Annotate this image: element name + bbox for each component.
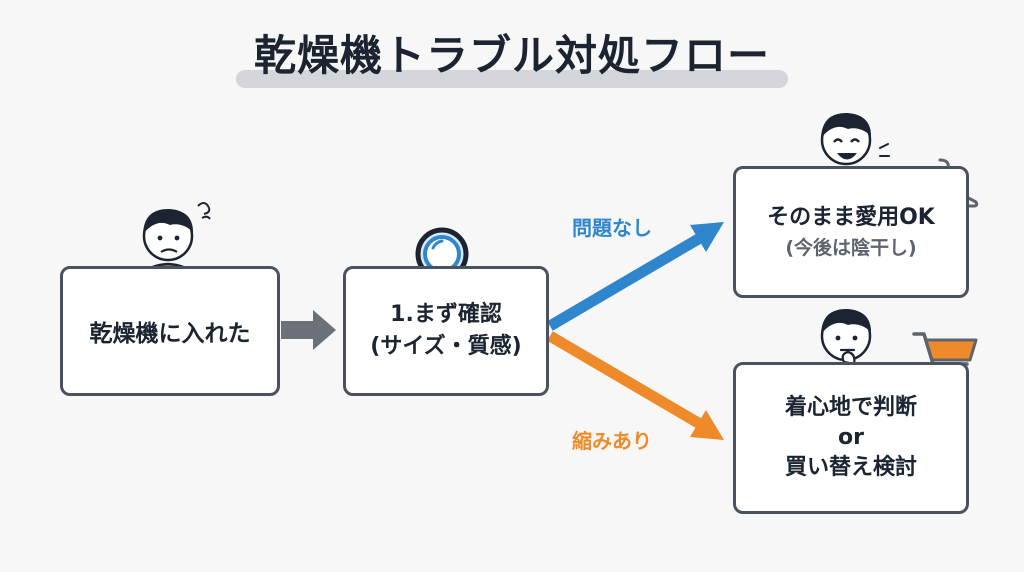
arrow-start-to-check [281,310,336,350]
branch-label-ng: 縮みあり [572,429,652,453]
ng-result-option-2: 買い替え検討 [784,454,917,480]
start-node-text: 乾燥機に入れた [89,321,251,347]
ng-result-option-1: 着心地で判断 [784,395,917,421]
check-node-detail: (サイズ・質感) [370,334,522,359]
ng-result-node: 着心地で判断 or 買い替え検討 [733,362,969,514]
check-node-title: 1.まず確認 [390,302,502,328]
title-underline [236,70,788,88]
arrow-ng [547,331,724,440]
ok-result-node: そのまま愛用OK (今後は陰干し) [733,166,969,298]
ok-result-note: (今後は陰干し) [785,237,917,260]
page-title: 乾燥機トラブル対処フロー [253,31,770,80]
branch-label-ok: 問題なし [572,216,652,240]
start-node: 乾燥機に入れた [60,266,280,396]
check-node: 1.まず確認 (サイズ・質感) [343,266,549,396]
ok-result-title: そのまま愛用OK [767,205,935,231]
ng-result-or: or [838,425,864,451]
arrow-ok [547,222,724,331]
